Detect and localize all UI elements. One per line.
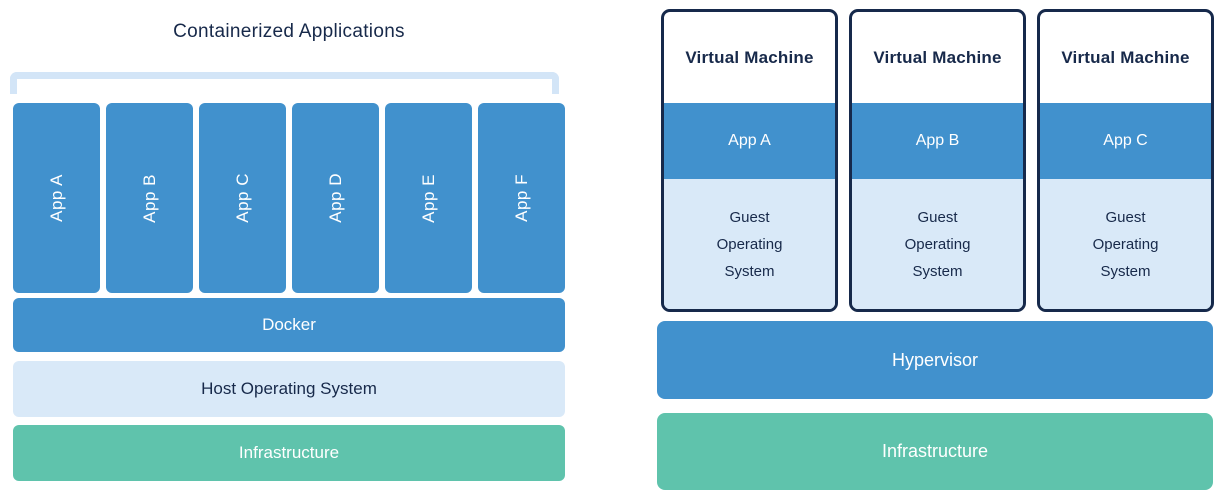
infrastructure-layer-right: Infrastructure bbox=[657, 413, 1213, 490]
container-app-e: App E bbox=[385, 103, 472, 293]
infrastructure-left-label: Infrastructure bbox=[238, 443, 340, 462]
vm-2-guest-os-label: Guest Operating System bbox=[904, 208, 971, 280]
vm-3-app-label: App C bbox=[1103, 132, 1148, 149]
vm-3-guest-os-label: Guest Operating System bbox=[1092, 208, 1159, 280]
container-app-c: App C bbox=[199, 103, 286, 293]
container-app-b-label: App B bbox=[139, 173, 159, 223]
container-app-c-label: App C bbox=[232, 173, 252, 223]
hypervisor-layer: Hypervisor bbox=[657, 321, 1213, 399]
vm-1-guest-os: Guest Operating System bbox=[664, 179, 835, 309]
virtual-machine-3: Virtual Machine App C Guest Operating Sy… bbox=[1037, 9, 1214, 312]
hypervisor-label: Hypervisor bbox=[891, 349, 979, 370]
vm-2-app-label: App B bbox=[915, 132, 960, 149]
vm-2-app: App B bbox=[852, 103, 1023, 179]
vm-1-app: App A bbox=[664, 103, 835, 179]
vm-1-app-label: App A bbox=[728, 132, 771, 149]
virtual-machine-2-title: Virtual Machine bbox=[873, 47, 1002, 67]
vm-3-guest-os: Guest Operating System bbox=[1040, 179, 1211, 309]
virtual-machine-2: Virtual Machine App B Guest Operating Sy… bbox=[849, 9, 1026, 312]
container-app-f-label: App F bbox=[511, 174, 531, 222]
container-app-a: App A bbox=[13, 103, 100, 293]
container-app-b: App B bbox=[106, 103, 193, 293]
container-group-bracket bbox=[10, 72, 559, 94]
vm-2-guest-os: Guest Operating System bbox=[852, 179, 1023, 309]
vm-1-guest-os-label: Guest Operating System bbox=[716, 208, 783, 280]
container-app-a-label: App A bbox=[46, 174, 66, 222]
virtual-machine-1-title: Virtual Machine bbox=[685, 47, 814, 67]
virtual-machine-1: Virtual Machine App A Guest Operating Sy… bbox=[661, 9, 838, 312]
docker-layer: Docker bbox=[13, 298, 565, 352]
host-operating-system-layer: Host Operating System bbox=[13, 361, 565, 417]
virtual-machine-3-title: Virtual Machine bbox=[1061, 47, 1190, 67]
infrastructure-layer-left: Infrastructure bbox=[13, 425, 565, 481]
container-app-e-label: App E bbox=[418, 173, 438, 223]
containerized-applications-title: Containerized Applications bbox=[173, 21, 405, 42]
host-operating-system-label: Host Operating System bbox=[201, 379, 377, 398]
infrastructure-right-label: Infrastructure bbox=[881, 441, 989, 461]
container-app-f: App F bbox=[478, 103, 565, 293]
vm-3-app: App C bbox=[1040, 103, 1211, 179]
container-app-d: App D bbox=[292, 103, 379, 293]
container-app-d-label: App D bbox=[325, 173, 345, 223]
docker-layer-label: Docker bbox=[262, 315, 316, 334]
